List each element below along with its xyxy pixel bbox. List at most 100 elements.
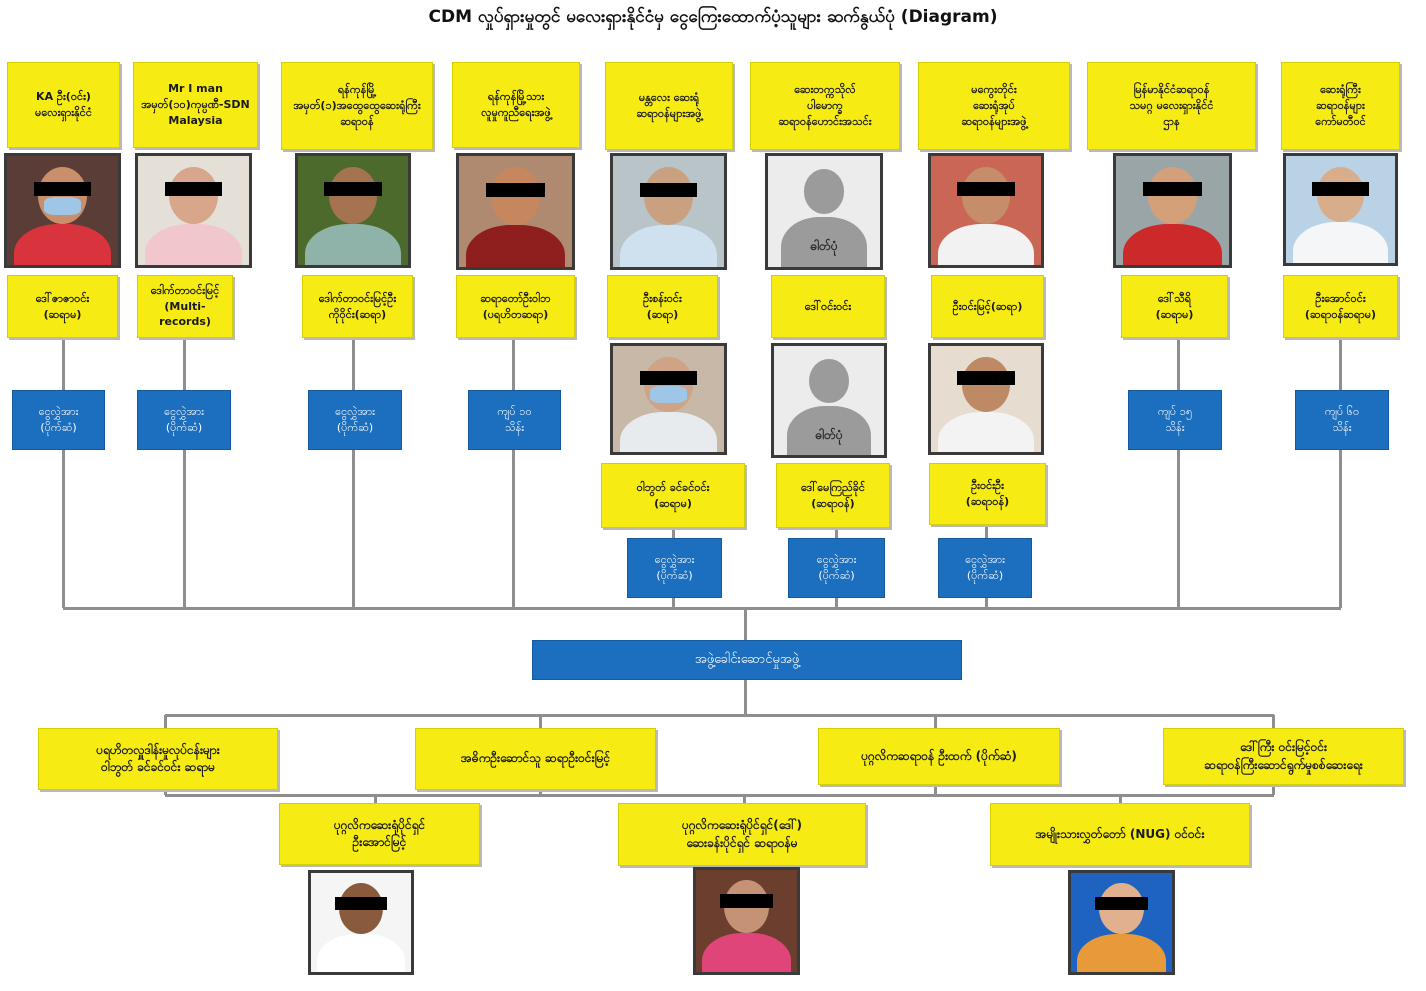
face-mask	[649, 386, 688, 404]
person-photo	[1068, 870, 1175, 975]
person-body	[304, 223, 402, 265]
organization-box: မန္တလေး ဆေးရုံ ဆရာဝန်များအဖွဲ့	[605, 62, 733, 150]
silhouette-head	[803, 169, 845, 214]
organization-box: KA ဦး(ဝင်း) မလေးရှားနိုင်ငံ	[7, 62, 120, 148]
silhouette-head	[809, 359, 849, 403]
redaction-bar	[1095, 896, 1148, 910]
redaction-bar	[639, 371, 698, 386]
organization-box: ဆေးရုံကြီး ဆရာဝန်များ ကော်မတီဝင်	[1281, 62, 1400, 150]
organization-box: ရန်ကုန်မြို့ အမှတ်(၁)အထွေထွေဆေးရုံကြီး ဆ…	[281, 62, 433, 150]
person-photo	[308, 870, 414, 975]
network-member-box: ဒေါ်ကြီး ဝင်းမြင့်ဝင်း ဆရာဝန်ကြီးဆောင်ရွ…	[1163, 728, 1404, 785]
connector-line	[1119, 795, 1122, 803]
organization-box: မြန်မာနိုင်ငံဆရာဝန် သမဂ္ဂ မလေးရှားနိုင်င…	[1087, 62, 1256, 150]
organization-box: မကွေးတိုင်း ဆေးရုံအုပ် ဆရာဝန်များအဖွဲ့	[918, 62, 1070, 150]
redaction-bar	[486, 182, 545, 198]
transfer-amount-box: ငွေလွှဲအား (ပိုက်ဆံ)	[137, 390, 231, 450]
connector-line	[165, 794, 1274, 797]
person-name-box: ဒေါက်တာဝင်းမြင့် (Multi-records)	[137, 275, 233, 338]
transfer-amount-box: ငွေလွှဲအား (ပိုက်ဆံ)	[12, 390, 105, 450]
person-photo	[456, 153, 575, 270]
redaction-bar	[33, 182, 92, 197]
redaction-bar	[324, 182, 382, 197]
connector-line	[374, 795, 377, 803]
transfer-amount-box: ငွေလွှဲအား (ပိုက်ဆံ)	[308, 390, 402, 450]
transfer-amount-box: ကျပ် ၁၅ သိန်း	[1128, 390, 1222, 450]
transfer-amount-box: ငွေလွှဲအား (ပိုက်ဆံ)	[938, 538, 1032, 598]
person-photo	[295, 153, 411, 268]
connector-line	[744, 680, 747, 715]
person-name-box: ဒေါက်တာဝင်းမြင့်ဦး ကိုဝိုင်း(ဆရာ)	[302, 275, 413, 338]
organization-box: ဆေးတက္ကသိုလ် ပါမောက္ခ ဆရာဝန်ဟောင်းအသင်း	[750, 62, 900, 150]
transfer-amount-box: ငွေလွှဲအား (ပိုက်ဆံ)	[627, 538, 722, 598]
connector-line	[1339, 338, 1342, 608]
redaction-bar	[1312, 181, 1369, 196]
person-name-box: ဦးဝင်းဦး (ဆရာဝန်)	[929, 463, 1046, 525]
person-body	[937, 411, 1035, 452]
connector-line	[352, 338, 355, 608]
connector-line	[744, 608, 747, 640]
person-name-box: ဒေါ်သီရိ (ဆရာမ)	[1121, 275, 1228, 338]
person-body	[702, 933, 791, 972]
person-name-box: ဦးဝင်းမြင့်(ဆရာ)	[931, 275, 1044, 338]
person-name-box: ဆရာတော်ဦးဝါဘ (ပရဟိတဆရာ)	[456, 275, 575, 338]
connector-line	[62, 338, 65, 608]
person-body	[619, 224, 718, 267]
person-name-box: ဒေါ်ဇာဇာဝင်း (ဆရာမ)	[7, 275, 118, 338]
person-photo	[4, 153, 121, 268]
person-name-box: ဝါဘွတ် ခင်ခင်ဝင်း (ဆရာမ)	[601, 463, 745, 528]
transfer-amount-box: ငွေလွှဲအား (ပိုက်ဆံ)	[788, 538, 885, 598]
person-photo	[1283, 153, 1398, 266]
person-photo	[1113, 153, 1232, 268]
person-body	[937, 223, 1035, 265]
central-group-box: အဖွဲ့ခေါင်းဆောင်မှုအဖွဲ့	[532, 640, 962, 680]
person-name-box: ဒေါ်ဝင်းဝင်း	[771, 275, 885, 338]
person-body	[1077, 934, 1166, 972]
network-member-box: အမျိုးသားလွှတ်တော် (NUG) ဝင်ဝင်း	[990, 803, 1250, 866]
connector-line	[63, 607, 1341, 610]
organization-box: Mr I man အမှတ်(၁၀)ကုမ္ပဏီ-SDN Malaysia	[133, 62, 258, 148]
organization-box: ရန်ကုန်မြို့သား လူမှုကူညီရေးအဖွဲ့	[452, 62, 580, 148]
person-photo	[135, 153, 252, 268]
person-body	[1292, 222, 1389, 263]
person-body	[465, 224, 566, 267]
redaction-bar	[639, 182, 698, 198]
person-photo	[610, 153, 727, 270]
person-photo	[928, 343, 1044, 455]
network-member-box: ပုဂ္ဂလိကဆေးရုံပိုင်ရှင်(ဒေါ်) ဆေးခန်းပို…	[618, 803, 866, 866]
connector-line	[1177, 338, 1180, 608]
placeholder-photo: ဓါတ်ပုံ	[771, 343, 887, 458]
silhouette-body	[781, 217, 867, 267]
redaction-bar	[957, 371, 1015, 386]
connector-line	[512, 338, 515, 608]
transfer-amount-box: ကျပ် ၁၀ သိန်း	[468, 390, 561, 450]
redaction-bar	[720, 894, 773, 908]
connector-line	[183, 338, 186, 608]
person-photo	[928, 153, 1044, 268]
placeholder-photo: ဓါတ်ပုံ	[765, 153, 883, 270]
face-mask	[43, 197, 82, 215]
redaction-bar	[1143, 182, 1202, 197]
person-name-box: ဒေါ်မေကြည်ခိုင် (ဆရာဝန်)	[776, 463, 890, 528]
connector-line	[165, 714, 1274, 717]
person-name-box: ဦးအောင်ဝင်း (ဆရာဝန်ဆရာမ)	[1283, 275, 1398, 338]
transfer-amount-box: ကျပ် ၆၀ သိန်း	[1295, 390, 1389, 450]
network-member-box: ပုဂ္ဂလိကဆေးရုံပိုင်ရှင် ဦးအောင်မြင့်	[279, 803, 480, 865]
redaction-bar	[164, 182, 223, 197]
network-member-box: အဓိကဦးဆောင်သူ ဆရာဦးဝင်းမြင့်	[415, 728, 656, 790]
person-photo	[693, 867, 800, 975]
connector-line	[743, 795, 746, 803]
diagram-title: CDM လှုပ်ရှားမှုတွင် မလေးရှားနိုင်ငံမှ င…	[428, 7, 998, 27]
network-member-box: ပုဂ္ဂလိကဆရာဝန် ဦးထက် (ပိုက်ဆံ)	[818, 728, 1060, 785]
person-name-box: ဦးစန်းဝင်း (ဆရာ)	[607, 275, 718, 338]
network-member-box: ပရဟိတလှူဒါန်းမှုလုပ်ငန်းများ ဝါဘွတ် ခင်ခ…	[38, 728, 278, 790]
silhouette-body	[787, 405, 871, 455]
person-photo	[610, 343, 727, 455]
person-body	[317, 934, 405, 972]
person-body	[619, 411, 718, 452]
redaction-bar	[957, 182, 1015, 197]
photo-placeholder-label: ဓါတ်ပုံ	[815, 427, 843, 442]
redaction-bar	[335, 896, 387, 910]
photo-placeholder-label: ဓါတ်ပုံ	[810, 239, 838, 254]
